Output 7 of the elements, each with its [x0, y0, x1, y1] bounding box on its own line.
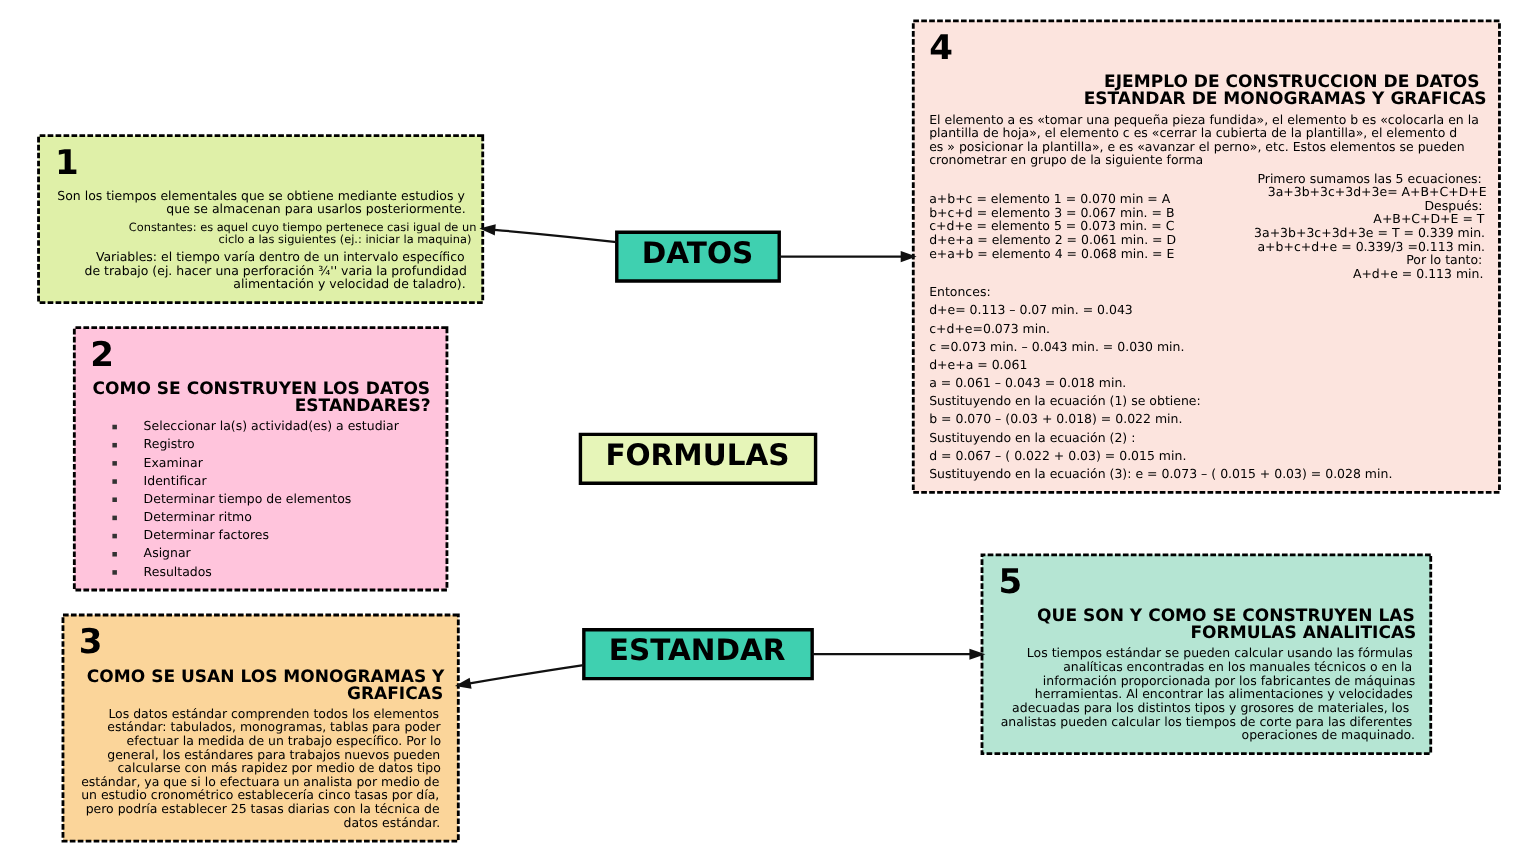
node-box: FORMULAS — [577, 432, 817, 485]
arrow — [811, 648, 985, 660]
node-box: DATOS — [614, 230, 780, 283]
node-box: ESTANDAR — [581, 628, 813, 681]
arrow — [453, 664, 583, 689]
arrow — [478, 224, 616, 244]
arrow — [778, 251, 916, 263]
